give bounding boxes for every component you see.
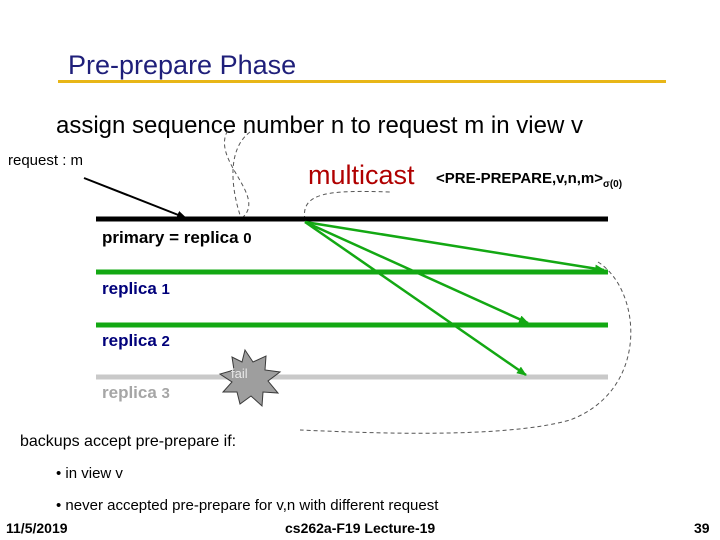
replica-label-2: replica 2 bbox=[102, 331, 170, 351]
title-underline bbox=[58, 80, 666, 83]
dashed-curve-multicast bbox=[304, 190, 391, 221]
dashed-curve-request bbox=[224, 129, 250, 219]
footer-date: 11/5/2019 bbox=[6, 520, 68, 536]
dashed-curve-primary-in bbox=[232, 131, 251, 216]
multicast-arrow-replica-3 bbox=[304, 220, 527, 377]
backups-bullet: • in view v bbox=[56, 465, 123, 482]
backups-bullet: • never accepted pre-prepare for v,n wit… bbox=[56, 497, 439, 514]
footer-course: cs262a-F19 Lecture-19 bbox=[285, 520, 436, 536]
multicast-word: multicast bbox=[308, 160, 415, 190]
replica-number: 1 bbox=[161, 281, 170, 298]
replica-label-text: replica bbox=[102, 279, 157, 298]
request-arrow bbox=[83, 177, 187, 219]
fail-burst bbox=[218, 348, 282, 408]
slide-subtitle: assign sequence number n to request m in… bbox=[56, 112, 583, 139]
multicast-arrow-replica-1 bbox=[304, 220, 605, 273]
replica-number: 3 bbox=[161, 385, 170, 402]
replica-label-text: replica bbox=[102, 331, 157, 350]
replica-label-primary: primary = replica 0 bbox=[102, 228, 252, 248]
multicast-signature: σ(0) bbox=[603, 179, 623, 190]
multicast-message: <PRE-PREPARE,v,n,m>σ(0) bbox=[436, 170, 622, 190]
request-label: request : m bbox=[8, 152, 84, 169]
replica-number: 0 bbox=[243, 230, 252, 247]
footer-page-number: 39 bbox=[694, 520, 710, 536]
replica-label-3: replica 3 bbox=[102, 383, 170, 403]
replica-label-1: replica 1 bbox=[102, 279, 170, 299]
multicast-message-text: <PRE-PREPARE,v,n,m> bbox=[436, 170, 603, 187]
slide-title: Pre-prepare Phase bbox=[68, 50, 297, 80]
replica-label-text: primary = replica bbox=[102, 228, 239, 247]
dashed-curve-backups bbox=[299, 261, 632, 434]
replica-number: 2 bbox=[161, 333, 170, 350]
multicast-arrow-replica-2 bbox=[304, 220, 529, 325]
replica-label-text: replica bbox=[102, 383, 157, 402]
fail-label: fail bbox=[231, 366, 248, 381]
backups-heading: backups accept pre-prepare if: bbox=[20, 433, 237, 450]
